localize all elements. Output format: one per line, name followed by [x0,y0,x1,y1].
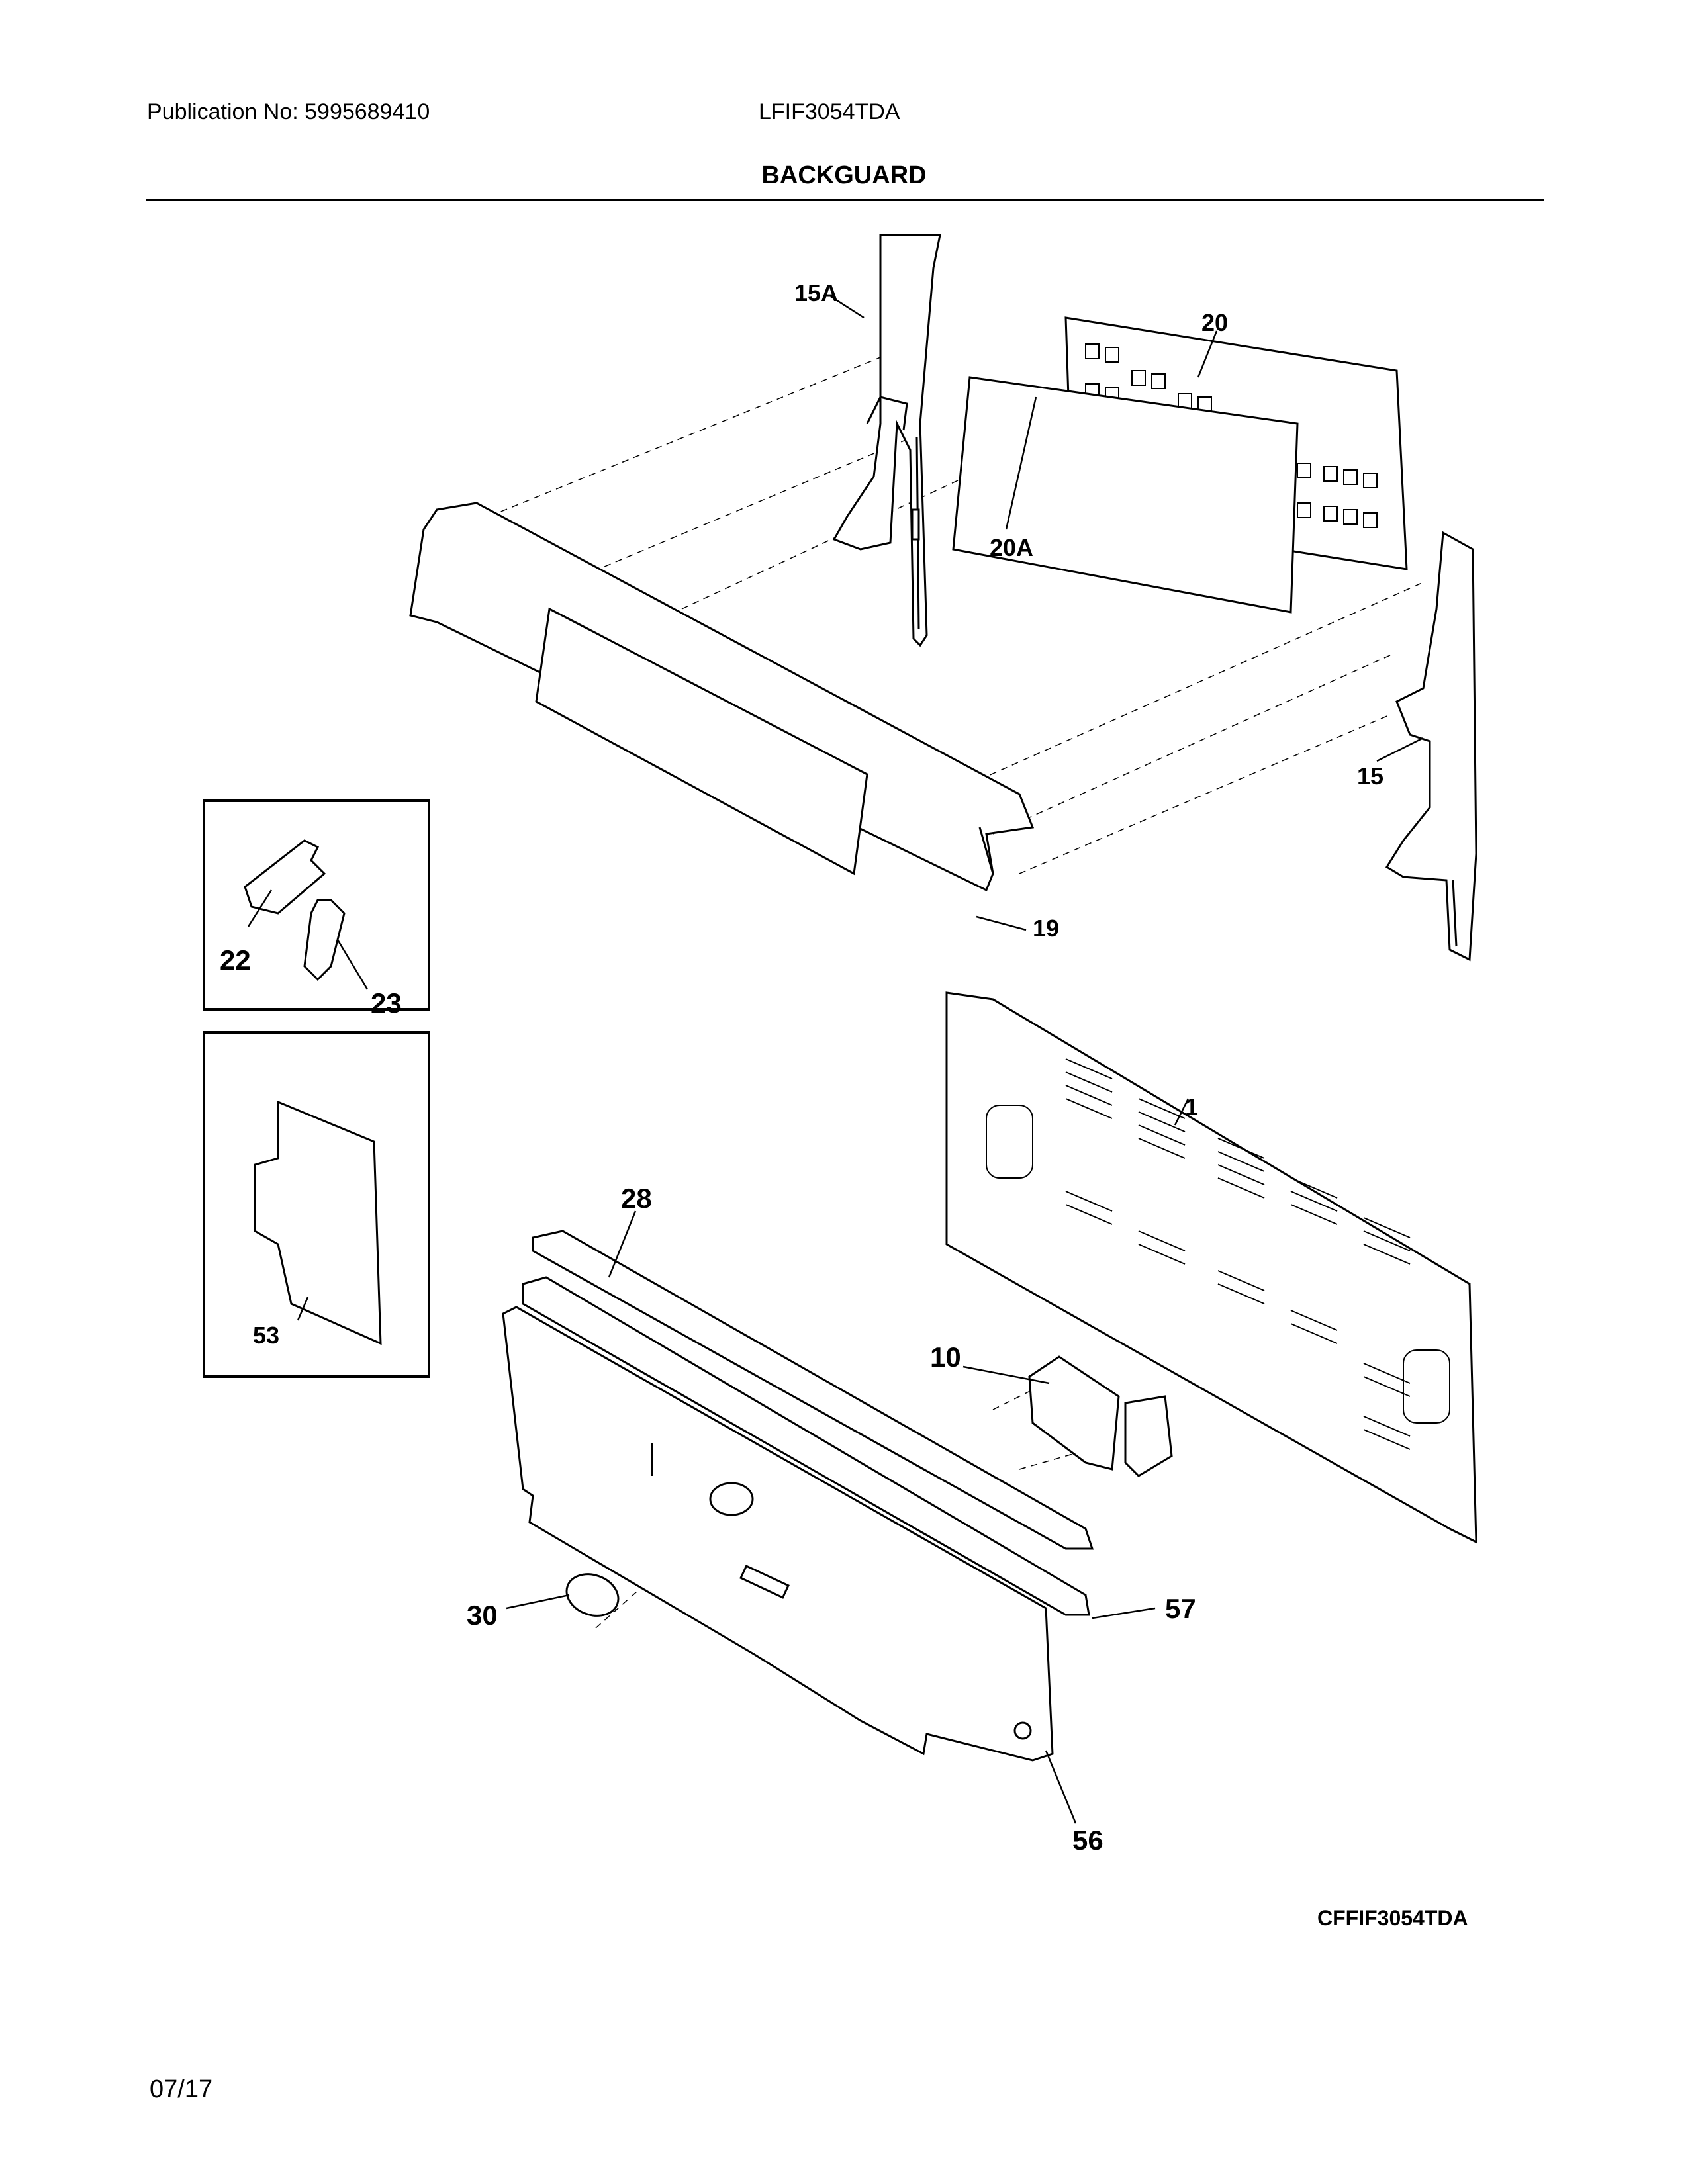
callout-56: 56 [1072,1825,1103,1856]
callout-30: 30 [467,1600,498,1631]
callout-1: 1 [1185,1093,1198,1120]
part-15a-bracket [832,234,941,647]
revision-date: 07/17 [150,2075,213,2103]
part-10-module [1028,1355,1173,1477]
part-callouts: 15A 20 20A 15 19 22 23 1 53 28 10 30 57 … [220,279,1383,1856]
callout-10: 10 [930,1342,961,1373]
callout-53: 53 [253,1322,279,1349]
publication-number: Publication No: 5995689410 [147,99,430,124]
callout-20a: 20A [990,534,1033,561]
assembly-guide-lines [456,357,1424,1629]
callout-22: 22 [220,944,251,976]
part-19-backguard-panel [409,502,1035,892]
part-56-plate [502,1306,1054,1762]
part-28-trim-strip [532,1230,1094,1550]
model-number: LFIF3054TDA [759,99,900,124]
inset-box-22-23 [203,799,430,1011]
callout-28: 28 [621,1183,652,1214]
callout-20: 20 [1201,309,1228,336]
callout-15: 15 [1357,762,1383,790]
callout-23: 23 [371,987,402,1019]
part-20a-overlay [952,376,1299,614]
callout-19: 19 [1033,915,1059,942]
page-title: BACKGUARD [761,161,927,189]
part-57-channel [522,1276,1090,1616]
part-30-plug [565,1573,620,1617]
diagram-code: CFFIF3054TDA [1317,1906,1468,1930]
header-rule [146,199,1544,201]
part-1-vent-panel [945,991,1477,1544]
part-15-bracket [1385,531,1477,962]
leader-lines [247,295,1424,1824]
callout-15a: 15A [794,279,838,306]
inset-box-53 [203,1031,430,1378]
callout-57: 57 [1165,1593,1196,1624]
